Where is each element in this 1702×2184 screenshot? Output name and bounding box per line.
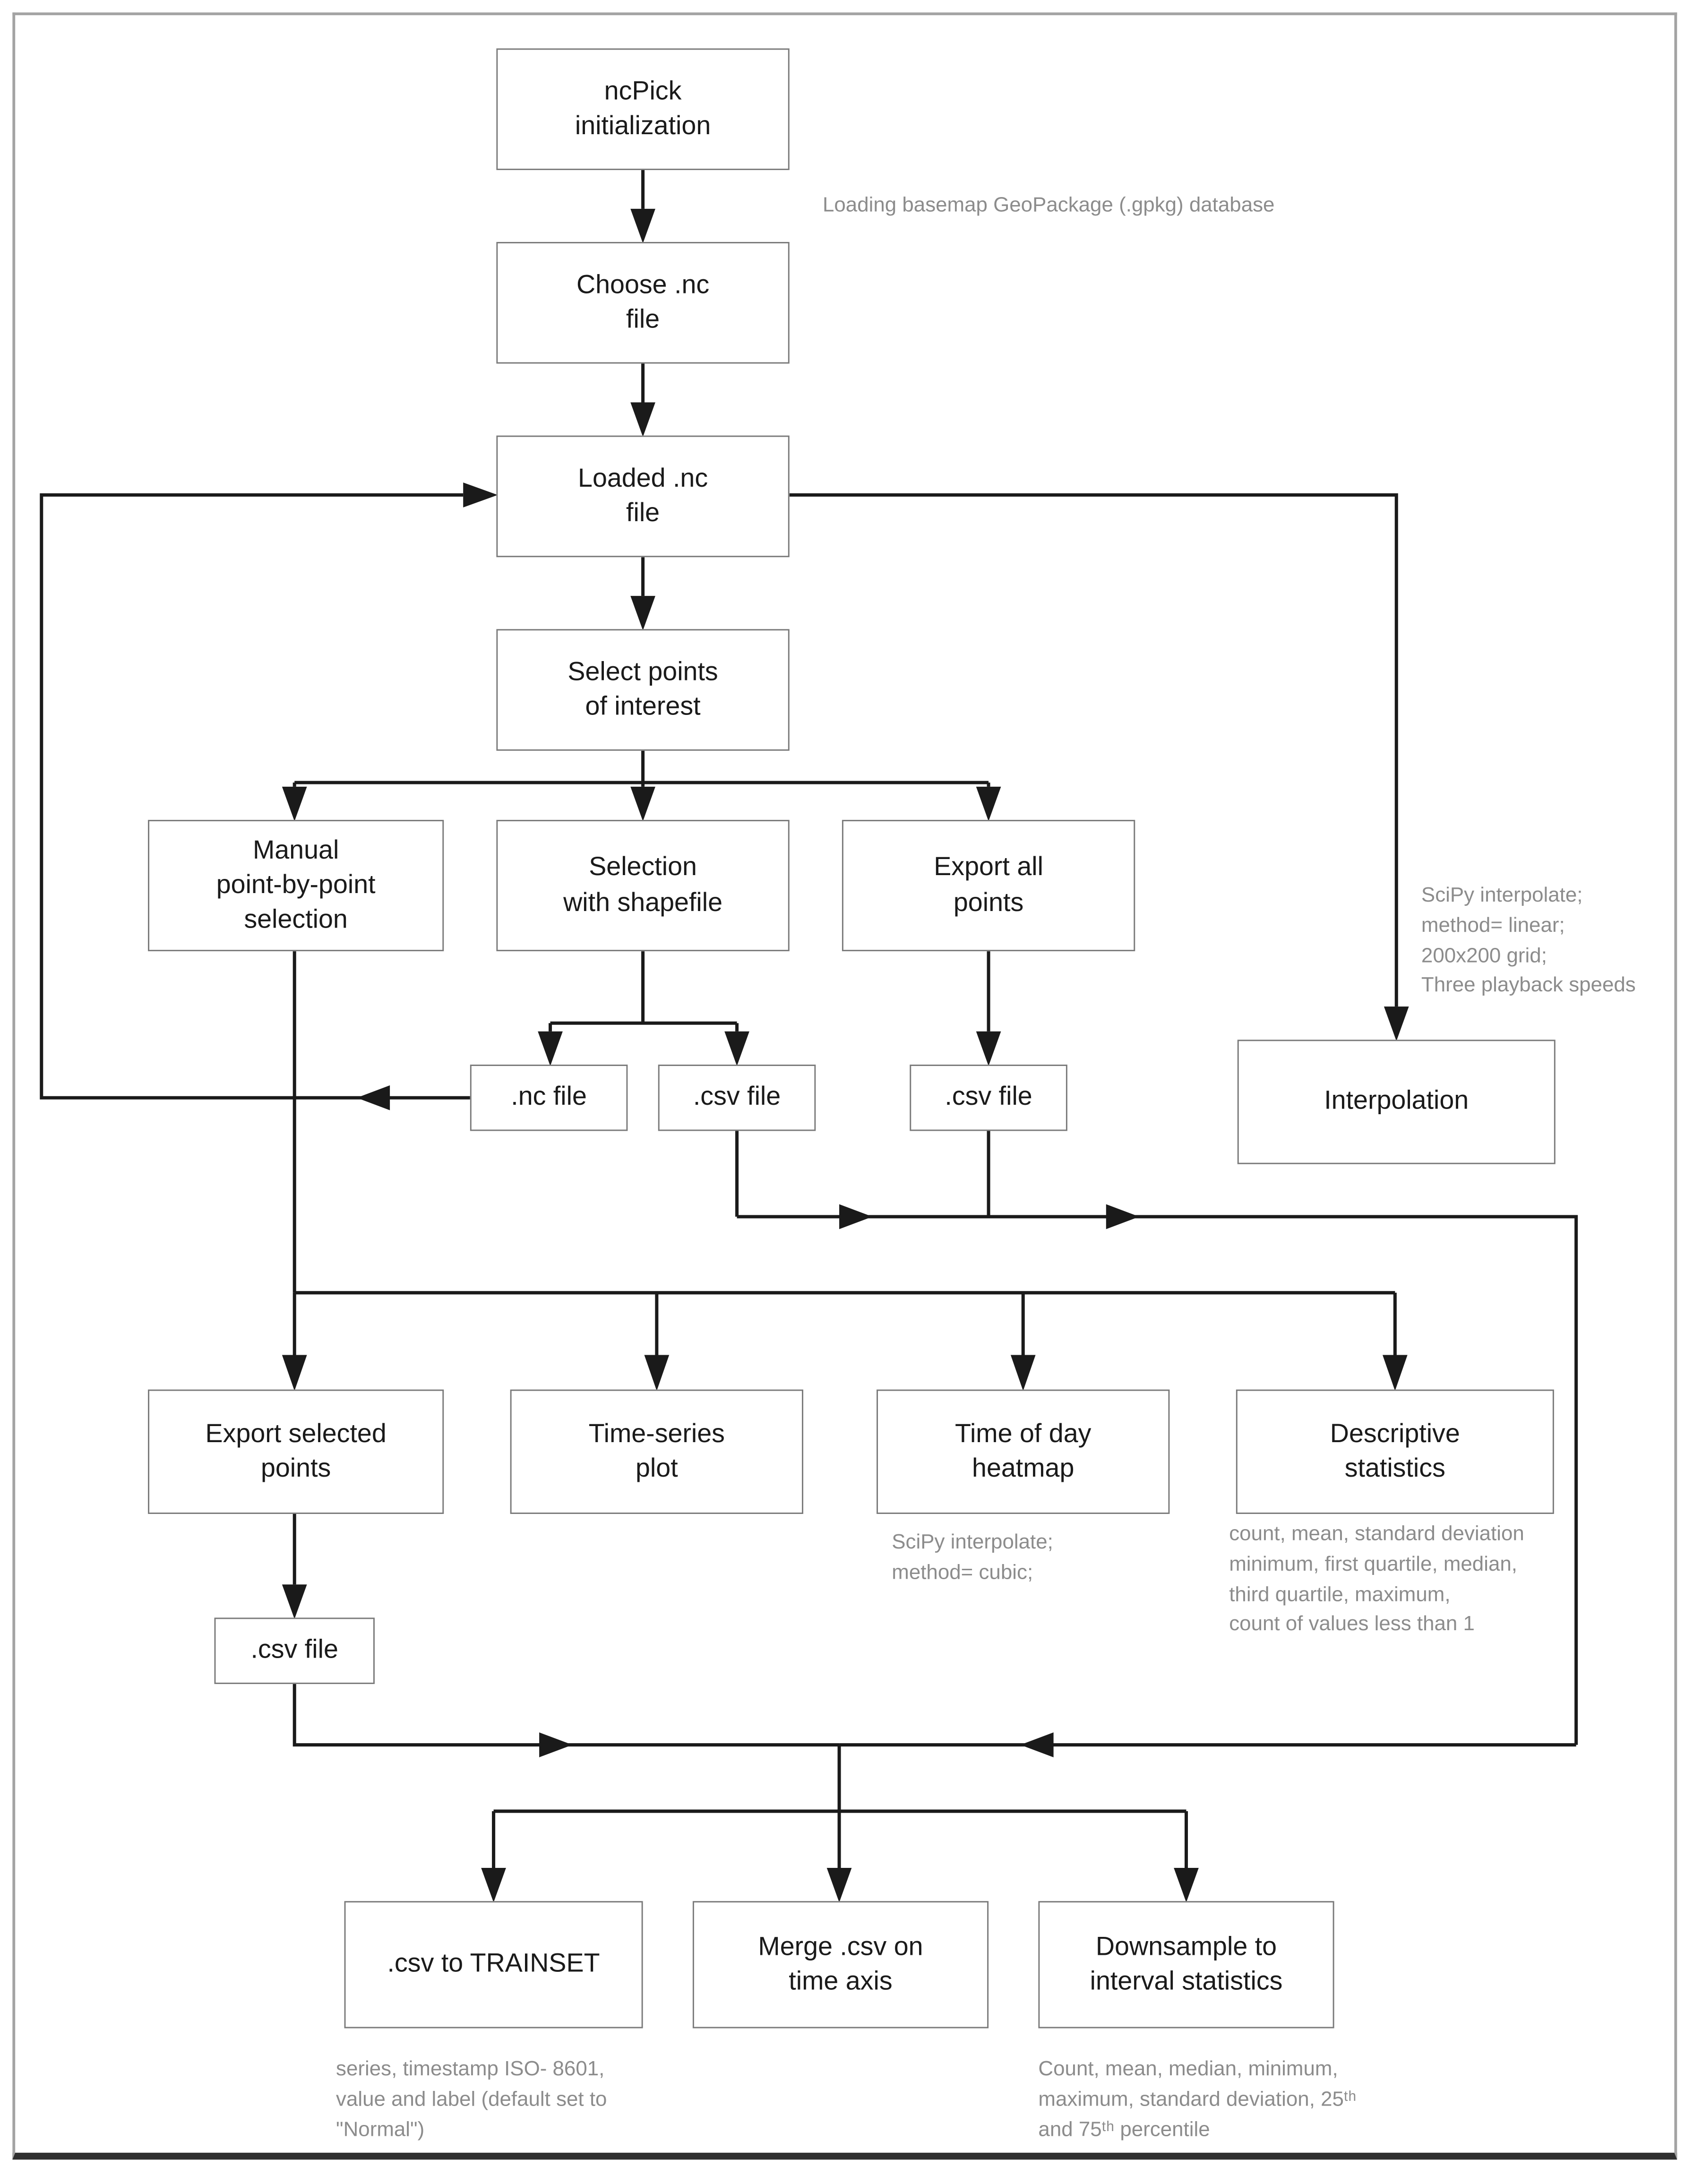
note-interpolation-params: SciPy interpolate; method= linear; 200x2…: [1421, 883, 1636, 997]
arrow-exportall-to-csv: [976, 951, 1001, 1066]
node-ncpick-initialization: ncPick initialization: [496, 48, 790, 170]
note-downsample-fields: Count, mean, median, minimum, maximum, s…: [1038, 2057, 1357, 2141]
line-csv-collector-right: [735, 1131, 1578, 1745]
node-csv-file-shapefile-output: .csv file: [658, 1065, 816, 1131]
note-trainset-fields: series, timestamp ISO- 8601, value and l…: [336, 2057, 607, 2141]
node-csv-to-trainset: .csv to TRAINSET: [344, 1901, 643, 2029]
node-interpolation: Interpolation: [1237, 1040, 1556, 1164]
line-csv3-to-junction: [292, 1684, 840, 1757]
arrows-select-to-selection-row: [282, 750, 1001, 822]
node-choose-nc-file: Choose .nc file: [496, 242, 790, 364]
node-export-all-points: Export all points: [842, 820, 1135, 952]
node-selection-with-shapefile: Selection with shapefile: [496, 820, 790, 952]
arrows-to-analysis-row: [282, 1291, 1408, 1391]
arrow-loaded-to-select: [630, 557, 655, 631]
note-heatmap-params: SciPy interpolate; method= cubic;: [892, 1531, 1053, 1584]
arrow-ncpick-to-choose: [630, 170, 655, 243]
arrow-ncfile-feedback-to-loaded: [40, 482, 498, 1110]
arrows-to-bottom-row: [481, 1745, 1199, 1903]
note-loading-basemap: Loading basemap GeoPackage (.gpkg) datab…: [822, 193, 1275, 217]
node-merge-csv-on-time-axis: Merge .csv on time axis: [692, 1901, 989, 2029]
node-select-points-of-interest: Select points of interest: [496, 629, 790, 751]
arrow-loaded-to-interpolation: [789, 493, 1409, 1041]
node-manual-point-selection: Manual point-by-point selection: [148, 820, 444, 952]
node-loaded-nc-file: Loaded .nc file: [496, 435, 790, 558]
arrows-shapefile-to-files: [538, 951, 749, 1066]
arrow-choose-to-loaded: [630, 363, 655, 437]
figure-border: [12, 12, 1677, 2160]
node-csv-file-selected-output: .csv file: [214, 1617, 375, 1684]
node-nc-file-output: .nc file: [470, 1065, 628, 1131]
arrow-exportsel-to-csv: [282, 1513, 307, 1619]
line-right-to-junction: [839, 1732, 1576, 1757]
node-descriptive-statistics: Descriptive statistics: [1236, 1389, 1554, 1514]
node-time-of-day-heatmap: Time of day heatmap: [877, 1389, 1170, 1514]
node-time-series-plot: Time-series plot: [510, 1389, 804, 1514]
node-downsample-to-interval-statistics: Downsample to interval statistics: [1038, 1901, 1334, 2029]
node-csv-file-allpoints-output: .csv file: [910, 1065, 1067, 1131]
note-descriptive-stats-fields: count, mean, standard deviation minimum,…: [1229, 1522, 1524, 1636]
node-export-selected-points: Export selected points: [148, 1389, 444, 1514]
